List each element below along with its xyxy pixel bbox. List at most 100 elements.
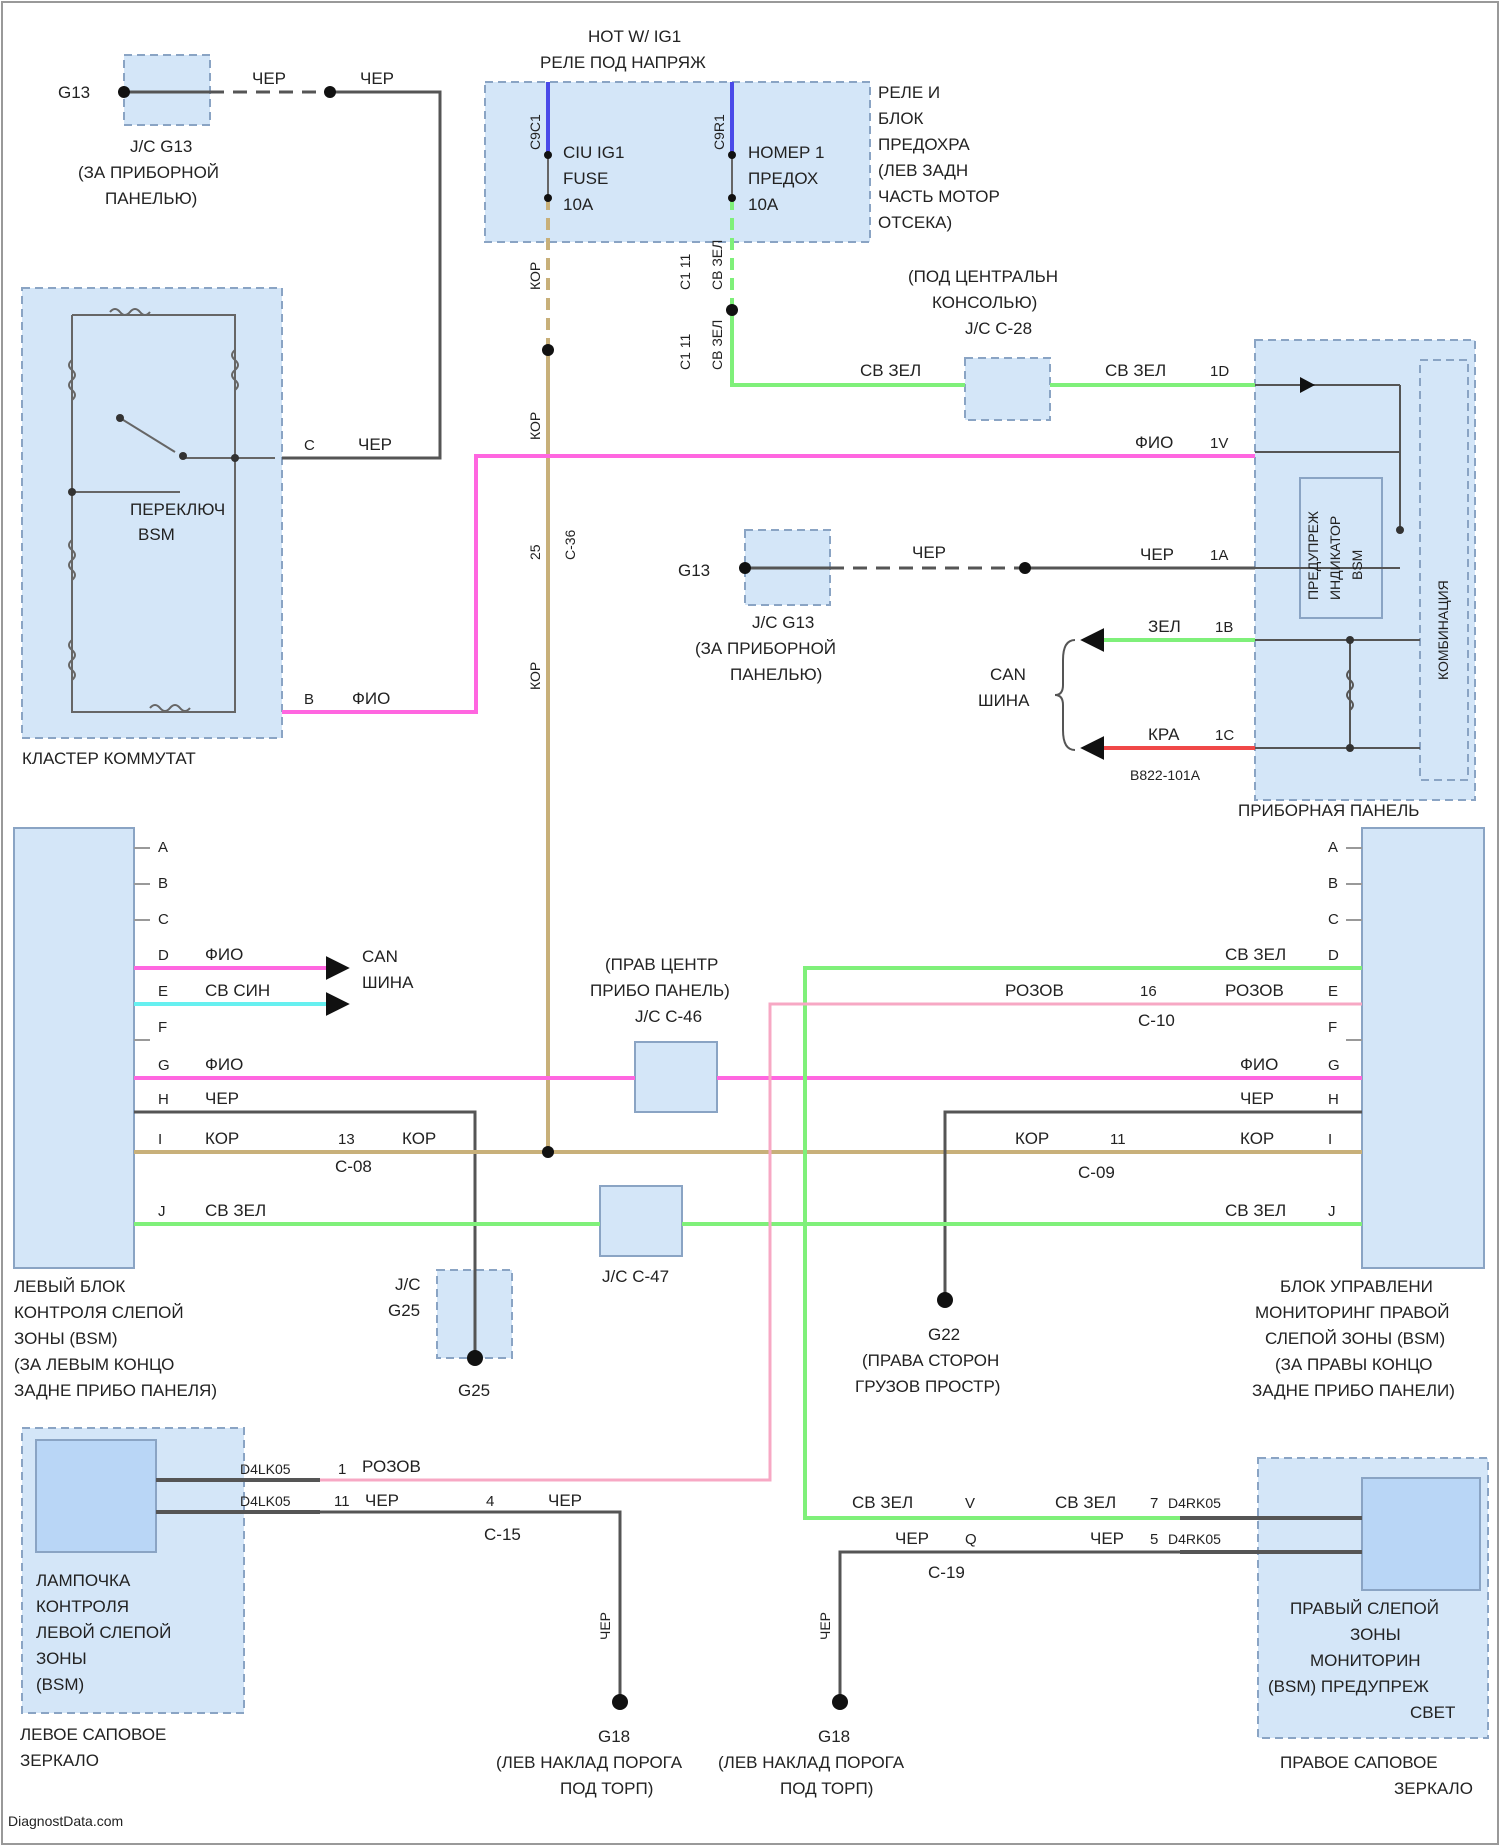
left-bsm-label-4: (ЗА ЛЕВЫМ КОНЦО (14, 1355, 174, 1374)
g25-jc-2: G25 (388, 1301, 420, 1320)
jc-c46-label-3: J/C C-46 (635, 1007, 702, 1026)
right-wire-d: СВ ЗЕЛ (1225, 945, 1286, 964)
left-mirror-wire-top: РОЗОВ (362, 1457, 421, 1476)
left-mirror-title-2: ЗЕРКАЛО (20, 1751, 99, 1770)
right-c09: C-09 (1078, 1163, 1115, 1182)
cluster-switch-1: ПЕРЕКЛЮЧ (130, 500, 225, 519)
cluster-node-a (68, 488, 76, 496)
right-mirror-module-3: МОНИТОРИН (1310, 1651, 1421, 1670)
fuse2-pin-a: C1 11 (677, 253, 693, 290)
cluster-node-b (116, 414, 124, 422)
node-tan-splice-bottom (542, 1146, 554, 1158)
fuse-wire1-label: КОР (527, 262, 543, 290)
right-bsm-pin-letters: A B C D E F G H I J (1328, 839, 1340, 1220)
cluster-node-c (179, 452, 187, 460)
wire-right-d-green (805, 968, 1362, 1518)
g13-top-label: G13 (58, 83, 90, 102)
g18-left-2: (ЛЕВ НАКЛАД ПОРОГА (496, 1753, 683, 1772)
fuse1-pin: C9C1 (527, 114, 543, 150)
g13-top-wire-b: ЧЕР (360, 69, 394, 88)
g13-mid-jc-1: J/C G13 (752, 613, 814, 632)
right-wire-j: СВ ЗЕЛ (1225, 1201, 1286, 1220)
left-c08: C-08 (335, 1157, 372, 1176)
g25-jc-1: J/C (395, 1275, 421, 1294)
tan-wire-a: КОР (527, 412, 543, 440)
fuse-side-6: ОТСЕКА) (878, 213, 952, 232)
tan-pin: C-36 (562, 529, 578, 560)
right-mirror-module-5: СВЕТ (1410, 1703, 1455, 1722)
panel-pin-1b: 1B (1215, 619, 1233, 636)
panel-can-1: CAN (990, 665, 1026, 684)
right-bsm-label-5: ЗАДНЕ ПРИБО ПАНЕЛИ) (1252, 1381, 1455, 1400)
node-g18-left (612, 1694, 628, 1710)
left-bsm-label-2: КОНТРОЛЯ СЛЕПОЙ (14, 1303, 184, 1322)
right-pin-c: C (1328, 911, 1339, 928)
left-wire-i2: КОР (402, 1129, 436, 1148)
left-mirror-module-4: ЗОНЫ (36, 1649, 87, 1668)
fuse2-label-1: НОМЕР 1 (748, 143, 825, 162)
right-mirror-wire-bot2: ЧЕР (1090, 1529, 1124, 1548)
cluster-pin-b: B (304, 691, 314, 708)
tan-wire-b: КОР (527, 662, 543, 690)
fuse1-label-1: CIU IG1 (563, 143, 624, 162)
node-g13-top (118, 86, 130, 98)
cluster-switch-2: BSM (138, 525, 175, 544)
panel-side: КОМБИНАЦИЯ (1435, 580, 1451, 680)
left-can-2: ШИНА (362, 973, 414, 992)
fuse-side-1: РЕЛЕ И (878, 83, 940, 102)
left-pin-h: H (158, 1091, 169, 1108)
left-wire-d: ФИО (205, 945, 243, 964)
right-mirror-title-1: ПРАВОЕ САПОВОЕ (1280, 1753, 1438, 1772)
left-pin-g: G (158, 1057, 170, 1074)
left-bsm-pin-letters: A B C D E F G H I J (158, 839, 170, 1220)
right-pin-h: H (1328, 1091, 1339, 1108)
right-mirror-module-4: (BSM) ПРЕДУПРЕЖ (1268, 1677, 1429, 1696)
node-tan-splice-top (542, 344, 554, 356)
panel-wire-1v: ФИО (1135, 433, 1173, 452)
g13-top-jc-2: (ЗА ПРИБОРНОЙ (78, 163, 219, 182)
right-bsm-label-2: МОНИТОРИНГ ПРАВОЙ (1255, 1303, 1449, 1322)
left-mirror-wire-bot2: ЧЕР (548, 1491, 582, 1510)
panel-can-2: ШИНА (978, 691, 1030, 710)
jc-g13-top-box (124, 55, 210, 125)
left-pin-i: I (158, 1131, 162, 1148)
jc-c28-wire-right: СВ ЗЕЛ (1105, 361, 1166, 380)
left-wire-j: СВ ЗЕЛ (205, 1201, 266, 1220)
left-c08-pin: 13 (338, 1131, 355, 1148)
cluster-pin-c-wire: ЧЕР (358, 435, 392, 454)
node-g22 (937, 1292, 953, 1308)
panel-pin-1a: 1A (1210, 547, 1228, 564)
panel-inner-1: ПРЕДУПРЕЖ (1305, 511, 1321, 600)
wire-g13-top-to-cluster (282, 92, 440, 458)
wire-right-h (945, 1112, 1362, 1298)
panel-wire-1c: КРА (1148, 725, 1180, 744)
node-mid-splice (1019, 562, 1031, 574)
cluster-wire-b: ФИО (352, 689, 390, 708)
node-g13-mid (739, 562, 751, 574)
left-mirror-module-2: КОНТРОЛЯ (36, 1597, 129, 1616)
right-pin-f: F (1328, 1019, 1337, 1036)
g13-mid-label: G13 (678, 561, 710, 580)
panel-ref: B822-101A (1130, 767, 1201, 783)
bsm-pin-ticks (134, 848, 1362, 1040)
node-fuse1-in (544, 151, 552, 159)
left-wire-h: ЧЕР (205, 1089, 239, 1108)
g18-right-1: G18 (818, 1727, 850, 1746)
left-wire-i: КОР (205, 1129, 239, 1148)
fuse2-label-3: 10A (748, 195, 779, 214)
panel-pin-1d: 1D (1210, 363, 1229, 380)
panel-inner-2: ИНДИКАТОР (1327, 516, 1343, 600)
left-mirror-pin-bot: 11 (334, 1493, 350, 1510)
right-wire-g: ФИО (1240, 1055, 1278, 1074)
right-wire-i2: КОР (1015, 1129, 1049, 1148)
g18-right-2: (ЛЕВ НАКЛАД ПОРОГА (718, 1753, 905, 1772)
g13-mid-wire: ЧЕР (912, 543, 946, 562)
right-mirror-wire-top: СВ ЗЕЛ (852, 1493, 913, 1512)
right-pin-e: E (1328, 983, 1338, 1000)
right-mirror-pin-top: 7 (1150, 1495, 1158, 1512)
left-mirror-module-5: (BSM) (36, 1675, 84, 1694)
fuse2-label-2: ПРЕДОХ (748, 169, 818, 188)
g13-mid-jc-2: (ЗА ПРИБОРНОЙ (695, 639, 836, 658)
left-mirror-wire-bot: ЧЕР (365, 1491, 399, 1510)
